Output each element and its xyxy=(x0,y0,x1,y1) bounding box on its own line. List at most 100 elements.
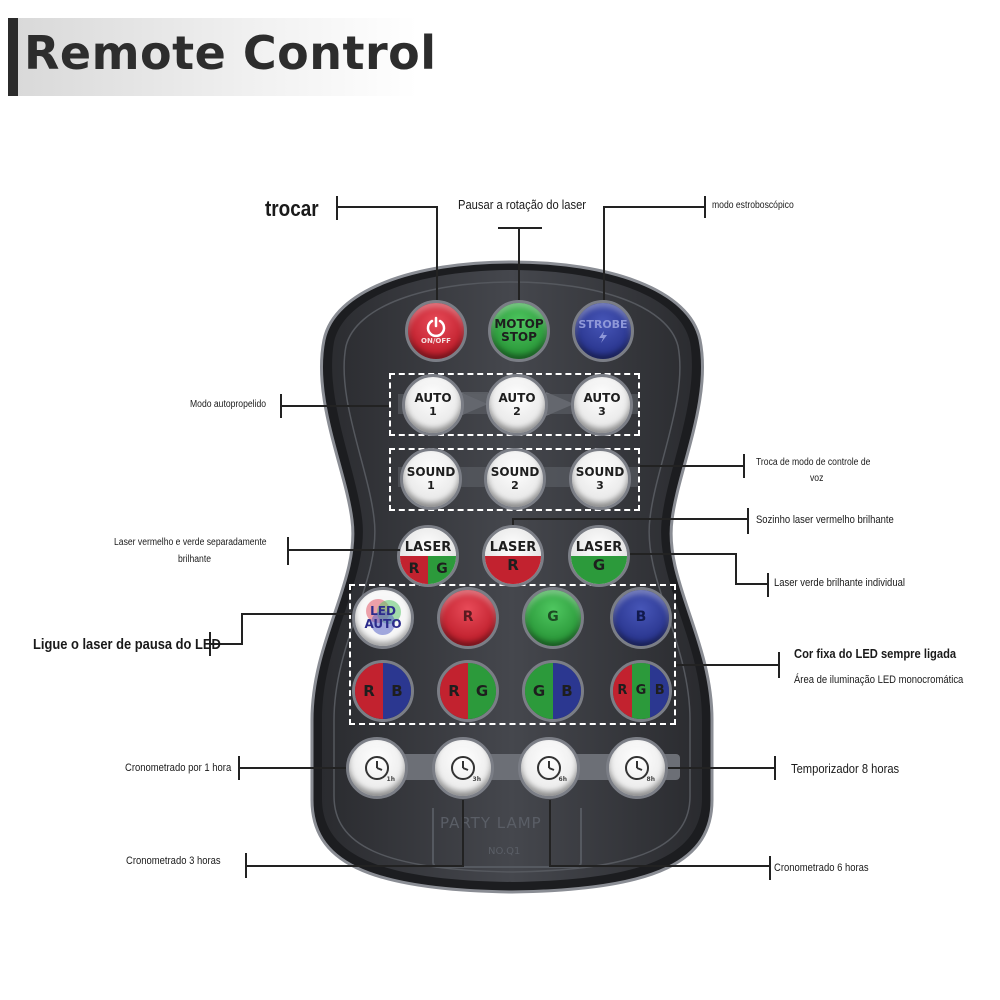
laser-green-button[interactable]: LASER G xyxy=(568,525,630,587)
laser-green-letter: G xyxy=(592,556,606,574)
sound-1-number: 1 xyxy=(427,478,435,492)
led-rgb-green-letter: G xyxy=(635,682,647,698)
sound-3-label: SOUND xyxy=(575,465,625,480)
laser-red-letter: R xyxy=(507,556,519,574)
clock-icon xyxy=(451,756,475,780)
laser-rg-button[interactable]: LASER R G xyxy=(397,525,459,587)
power-icon xyxy=(426,316,446,338)
auto-2-button[interactable]: AUTO 2 xyxy=(486,374,548,436)
led-blue-button[interactable]: B xyxy=(610,587,672,649)
laser-rg-green-seg: G xyxy=(428,556,456,584)
led-rb-red-letter: R xyxy=(363,681,375,700)
timer-8h-button[interactable]: 8h xyxy=(606,737,668,799)
callout-crono-1: Cronometrado por 1 hora xyxy=(125,762,232,774)
auto-3-button[interactable]: AUTO 3 xyxy=(571,374,633,436)
led-auto-label-2: AUTO xyxy=(364,617,402,631)
timer-1h-label: 1h xyxy=(386,776,395,784)
callout-area-led: Área de iluminação LED monocromática xyxy=(794,674,964,686)
callout-pausar: Pausar a rotação do laser xyxy=(458,197,587,212)
laser-green-label: LASER xyxy=(575,539,623,555)
clock-icon xyxy=(365,756,389,780)
led-gb-button[interactable]: G B xyxy=(522,660,584,722)
sound-1-label: SOUND xyxy=(406,465,456,480)
power-button[interactable]: ON/OFF xyxy=(405,300,467,362)
brand-label: PARTY LAMP xyxy=(440,814,542,832)
led-rg-button[interactable]: R G xyxy=(437,660,499,722)
header-accent-bar xyxy=(8,18,18,96)
led-gb-blue-letter: B xyxy=(561,681,573,700)
led-rg-split: R G xyxy=(440,663,496,719)
laser-red-button[interactable]: LASER R xyxy=(482,525,544,587)
laser-red-bottom-half: R xyxy=(485,556,541,584)
callout-voz-2: voz xyxy=(810,473,824,484)
callout-led-pausa: Ligue o laser de pausa do LED xyxy=(33,636,221,653)
sound-2-button[interactable]: SOUND 2 xyxy=(484,448,546,510)
timer-6h-button[interactable]: 6h xyxy=(518,737,580,799)
auto-3-number: 3 xyxy=(598,404,606,418)
timer-1h-button[interactable]: 1h xyxy=(346,737,408,799)
callout-sozinho-vermelho: Sozinho laser vermelho brilhante xyxy=(756,514,894,526)
auto-1-button[interactable]: AUTO 1 xyxy=(402,374,464,436)
callout-trocar: trocar xyxy=(265,196,319,221)
callout-auto: Modo autopropelido xyxy=(190,399,267,410)
led-red-button[interactable]: R xyxy=(437,587,499,649)
sound-3-button[interactable]: SOUND 3 xyxy=(569,448,631,510)
auto-2-label: AUTO xyxy=(498,391,536,406)
callout-temporizador-8: Temporizador 8 horas xyxy=(791,761,900,776)
laser-rg-green-letter: G xyxy=(436,561,448,578)
motor-stop-label-1: MOTOP xyxy=(494,316,544,331)
led-rgb-blue-seg: B xyxy=(650,663,669,719)
callout-laser-verde: Laser verde brilhante individual xyxy=(774,577,905,589)
sound-3-number: 3 xyxy=(596,478,604,492)
led-green-button[interactable]: G xyxy=(522,587,584,649)
led-rg-green-letter: G xyxy=(475,681,489,700)
laser-red-label: LASER xyxy=(489,539,537,555)
led-gb-split: G B xyxy=(525,663,581,719)
rgb-circles-icon xyxy=(366,599,401,635)
motor-stop-label-2: STOP xyxy=(501,330,537,344)
timer-3h-label: 3h xyxy=(472,776,481,784)
timer-6h-label: 6h xyxy=(558,776,567,784)
laser-red-top-half: LASER xyxy=(485,528,541,556)
led-rgb-button[interactable]: R G B xyxy=(610,660,672,722)
led-rg-red-letter: R xyxy=(448,681,460,700)
callout-laser-rg-2: brilhante xyxy=(178,554,211,565)
led-auto-button[interactable]: LED AUTO xyxy=(352,587,414,649)
callout-crono-6: Cronometrado 6 horas xyxy=(774,862,869,874)
led-rgb-red-seg: R xyxy=(613,663,632,719)
auto-3-label: AUTO xyxy=(583,391,621,406)
sound-1-button[interactable]: SOUND 1 xyxy=(400,448,462,510)
led-red-letter: R xyxy=(462,609,474,626)
led-rgb-blue-letter: B xyxy=(654,682,665,698)
laser-rg-bottom-half: R G xyxy=(400,556,456,584)
strobe-button[interactable]: STROBE xyxy=(572,300,634,362)
callout-cor-fixa: Cor fixa do LED sempre ligada xyxy=(794,646,957,661)
auto-2-number: 2 xyxy=(513,404,521,418)
callout-laser-rg-1: Laser vermelho e verde separadamente xyxy=(114,537,267,548)
led-rb-red-seg: R xyxy=(355,663,383,719)
led-rgb-red-letter: R xyxy=(617,682,628,698)
led-rb-blue-seg: B xyxy=(383,663,411,719)
led-rb-blue-letter: B xyxy=(391,681,403,700)
sound-2-number: 2 xyxy=(511,478,519,492)
callout-voz-1: Troca de modo de controle de xyxy=(756,457,871,468)
led-rb-button[interactable]: R B xyxy=(352,660,414,722)
led-auto-label-1: LED xyxy=(370,603,396,618)
strobe-button-label: STROBE xyxy=(578,317,628,331)
led-rb-split: R B xyxy=(355,663,411,719)
header-background xyxy=(18,18,418,96)
lightning-icon xyxy=(599,331,607,344)
laser-rg-top-half: LASER xyxy=(400,528,456,556)
motor-stop-button[interactable]: MOTOP STOP xyxy=(488,300,550,362)
timer-3h-button[interactable]: 3h xyxy=(432,737,494,799)
clock-icon xyxy=(537,756,561,780)
page-title: Remote Control xyxy=(24,26,437,80)
laser-green-top-half: LASER xyxy=(571,528,627,556)
sound-2-label: SOUND xyxy=(490,465,540,480)
clock-icon xyxy=(625,756,649,780)
laser-rg-red-seg: R xyxy=(400,556,428,584)
model-label: NO.Q1 xyxy=(488,846,521,857)
callout-crono-3: Cronometrado 3 horas xyxy=(126,855,221,867)
timer-8h-label: 8h xyxy=(646,776,655,784)
laser-rg-label: LASER xyxy=(404,539,452,555)
